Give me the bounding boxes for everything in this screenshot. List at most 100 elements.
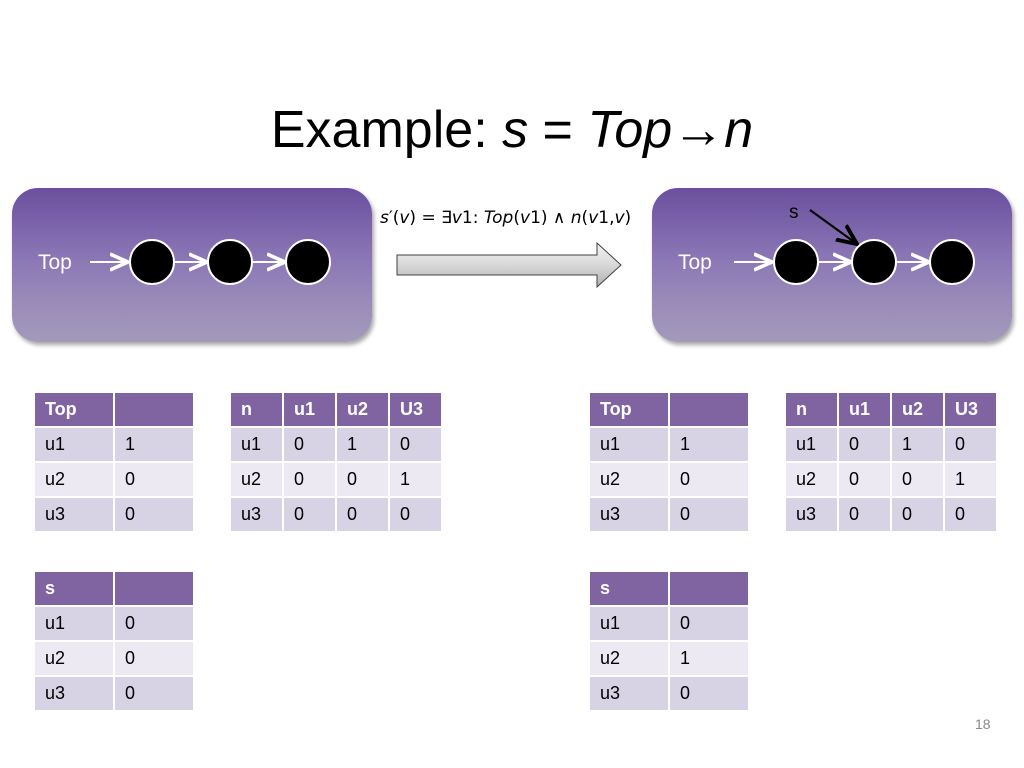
table-cell: u1: [590, 428, 670, 463]
table-cell: 1: [337, 428, 390, 463]
table-cell: 0: [115, 642, 195, 677]
table-cell: 1: [670, 642, 750, 677]
table-cell: 0: [839, 428, 892, 463]
table-cell: 1: [115, 428, 195, 463]
table-cell: u2: [231, 463, 284, 498]
table-cell: 1: [945, 463, 998, 498]
before-heap-diagram: Top: [12, 188, 372, 342]
table-header: s: [590, 572, 670, 607]
table-cell: u1: [590, 607, 670, 642]
node-u2: [851, 239, 897, 285]
table-cell: 0: [115, 607, 195, 642]
table-cell: 0: [337, 498, 390, 533]
table-cell: 0: [839, 463, 892, 498]
table-cell: 0: [945, 428, 998, 463]
table-cell: u1: [231, 428, 284, 463]
table-cell: u3: [590, 498, 670, 533]
s-pointer-label: s: [789, 202, 799, 223]
table-cell: 0: [839, 498, 892, 533]
table-cell: 0: [115, 463, 195, 498]
node-u1: [129, 239, 175, 285]
table-cell: 0: [945, 498, 998, 533]
table-header: U3: [945, 393, 998, 428]
table-header: [670, 393, 750, 428]
table-cell: 1: [892, 428, 945, 463]
table-cell: 0: [892, 498, 945, 533]
table-header: n: [786, 393, 839, 428]
table-cell: 0: [115, 498, 195, 533]
table-header: u2: [892, 393, 945, 428]
top-pointer-label: Top: [678, 251, 712, 274]
table-header: u1: [284, 393, 337, 428]
linked-list-graph: s: [734, 202, 975, 285]
table-cell: u1: [35, 607, 115, 642]
table-header: Top: [35, 393, 115, 428]
table-header: u2: [337, 393, 390, 428]
node-u3: [285, 239, 331, 285]
table-cell: 0: [670, 498, 750, 533]
table-cell: u2: [590, 463, 670, 498]
update-formula: s′(v) = ∃v1: Top(v1) ∧ n(v1,v): [380, 208, 632, 228]
table-cell: 0: [670, 607, 750, 642]
page-number: 18: [975, 716, 991, 732]
table-cell: 0: [390, 428, 443, 463]
table-cell: u2: [590, 642, 670, 677]
table-cell: u2: [35, 642, 115, 677]
node-u1: [773, 239, 819, 285]
table-cell: u2: [35, 463, 115, 498]
table-cell: u1: [35, 428, 115, 463]
table-cell: 1: [670, 428, 750, 463]
table-cell: u2: [786, 463, 839, 498]
table-cell: 0: [284, 498, 337, 533]
table-cell: 0: [115, 677, 195, 712]
table-header: Top: [590, 393, 670, 428]
slide-title: Example: s = Top→n: [270, 101, 754, 159]
table-cell: u3: [231, 498, 284, 533]
table-header: s: [35, 572, 115, 607]
table-cell: 0: [670, 463, 750, 498]
table-cell: u3: [786, 498, 839, 533]
node-u2: [207, 239, 253, 285]
linked-list-graph: [90, 239, 331, 285]
table-header: U3: [390, 393, 443, 428]
table-cell: 0: [284, 463, 337, 498]
node-u3: [929, 239, 975, 285]
s-edge: [809, 209, 857, 244]
table-header: [670, 572, 750, 607]
table-header: u1: [839, 393, 892, 428]
table-cell: 0: [670, 677, 750, 712]
table-cell: u3: [590, 677, 670, 712]
table-cell: 0: [390, 498, 443, 533]
table-header: [115, 393, 195, 428]
transform-arrow: [396, 241, 622, 289]
top-pointer-label: Top: [38, 251, 72, 274]
table-cell: 0: [892, 463, 945, 498]
table-header: n: [231, 393, 284, 428]
table-header: [115, 572, 195, 607]
table-cell: u1: [786, 428, 839, 463]
table-cell: u3: [35, 498, 115, 533]
table-cell: 1: [390, 463, 443, 498]
